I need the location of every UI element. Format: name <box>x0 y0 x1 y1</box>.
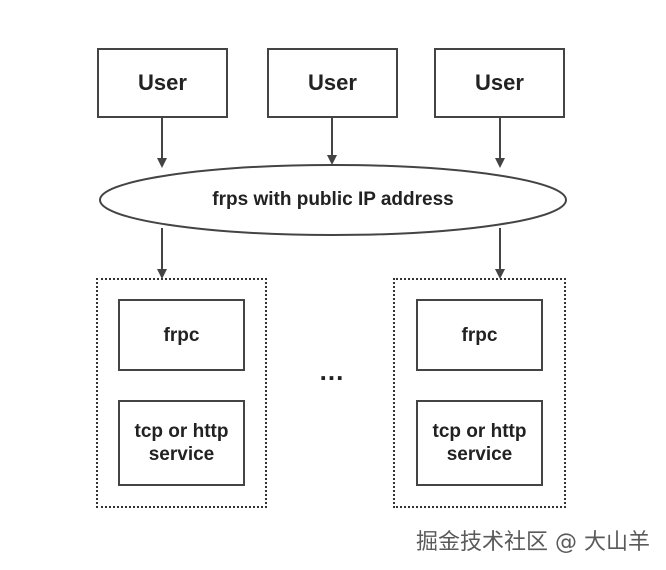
frpc-label: frpc <box>163 324 200 346</box>
server-label: frps with public IP address <box>212 189 454 210</box>
user-box-2: User <box>267 48 398 118</box>
service-label: tcp or http service <box>134 421 229 465</box>
watermark-text: 掘金技术社区 @ 大山羊 <box>416 530 650 555</box>
frpc-label: frpc <box>461 324 498 346</box>
client-group-1 <box>96 278 267 508</box>
server-ellipse <box>99 164 567 236</box>
user-box-label: User <box>475 70 524 95</box>
service-label: tcp or http service <box>432 421 527 465</box>
user-box-3: User <box>434 48 565 118</box>
service-box-2: tcp or http service <box>416 400 543 486</box>
client-group-2 <box>393 278 566 508</box>
user-box-1: User <box>97 48 228 118</box>
user-box-label: User <box>138 70 187 95</box>
service-box-1: tcp or http service <box>118 400 245 486</box>
ellipsis-separator: ... <box>319 356 345 386</box>
frpc-box-2: frpc <box>416 299 543 371</box>
frpc-box-1: frpc <box>118 299 245 371</box>
user-box-label: User <box>308 70 357 95</box>
